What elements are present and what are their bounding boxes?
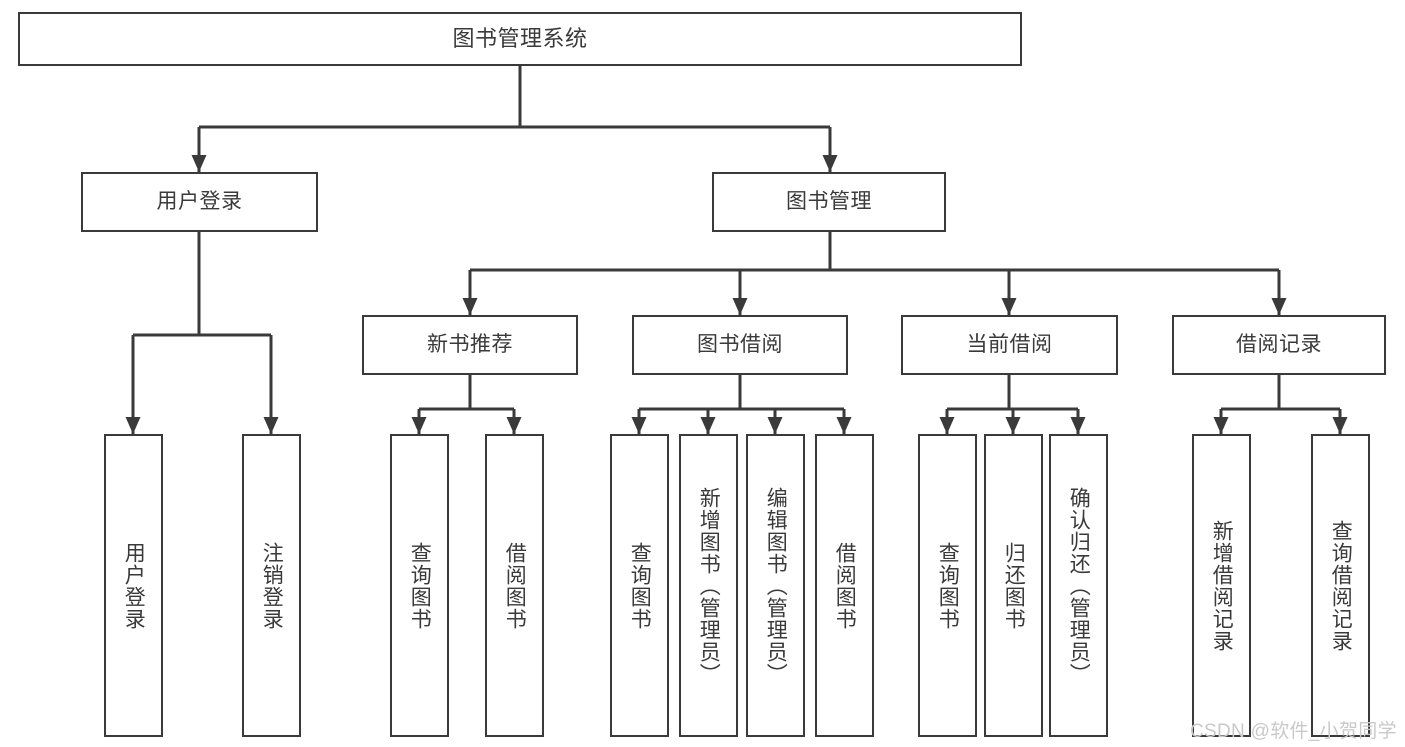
node-label: 用户登录	[122, 541, 146, 630]
node-leaf-query-book-1[interactable]: 查询图书	[390, 434, 449, 737]
node-label: 借阅图书	[503, 541, 527, 630]
node-label: 新增图书（管理员）	[697, 486, 721, 685]
node-label: 注销登录	[260, 541, 284, 630]
node-leaf-return-book[interactable]: 归还图书	[984, 434, 1043, 737]
node-label: 借阅记录	[1236, 333, 1322, 357]
node-label: 归还图书	[1002, 541, 1026, 630]
node-book-manage[interactable]: 图书管理	[712, 172, 946, 232]
node-label: 图书管理	[786, 190, 872, 214]
node-root[interactable]: 图书管理系统	[18, 12, 1022, 66]
node-label: 查询图书	[936, 541, 960, 630]
node-leaf-borrow-book-2[interactable]: 借阅图书	[815, 434, 874, 737]
node-leaf-logout[interactable]: 注销登录	[242, 434, 301, 737]
node-user-login[interactable]: 用户登录	[81, 172, 318, 232]
node-label: 借阅图书	[833, 541, 857, 630]
node-new-book-recommend[interactable]: 新书推荐	[362, 315, 578, 375]
node-leaf-borrow-book-1[interactable]: 借阅图书	[485, 434, 544, 737]
node-leaf-add-book[interactable]: 新增图书（管理员）	[679, 434, 738, 737]
node-label: 查询借阅记录	[1329, 519, 1353, 652]
node-borrow-record[interactable]: 借阅记录	[1172, 315, 1386, 375]
node-label: 新增借阅记录	[1210, 519, 1234, 652]
node-label: 新书推荐	[427, 333, 513, 357]
node-leaf-edit-book[interactable]: 编辑图书（管理员）	[746, 434, 805, 737]
node-label: 确认归还（管理员）	[1067, 486, 1091, 685]
watermark-text: CSDN @软件_小贺同学	[1190, 721, 1397, 742]
node-leaf-add-record[interactable]: 新增借阅记录	[1192, 434, 1251, 737]
node-label: 编辑图书（管理员）	[764, 486, 788, 685]
node-book-borrow[interactable]: 图书借阅	[632, 315, 848, 375]
node-leaf-user-login[interactable]: 用户登录	[104, 434, 163, 737]
node-label: 查询图书	[408, 541, 432, 630]
node-label: 用户登录	[156, 190, 243, 214]
node-leaf-query-record[interactable]: 查询借阅记录	[1311, 434, 1370, 737]
node-leaf-confirm-return[interactable]: 确认归还（管理员）	[1049, 434, 1108, 737]
node-label: 查询图书	[628, 541, 652, 630]
node-leaf-query-book-2[interactable]: 查询图书	[610, 434, 669, 737]
node-current-borrow[interactable]: 当前借阅	[901, 315, 1118, 375]
node-label: 图书管理系统	[452, 25, 588, 51]
node-label: 当前借阅	[966, 333, 1053, 357]
node-leaf-query-book-3[interactable]: 查询图书	[918, 434, 977, 737]
node-label: 图书借阅	[697, 333, 783, 357]
